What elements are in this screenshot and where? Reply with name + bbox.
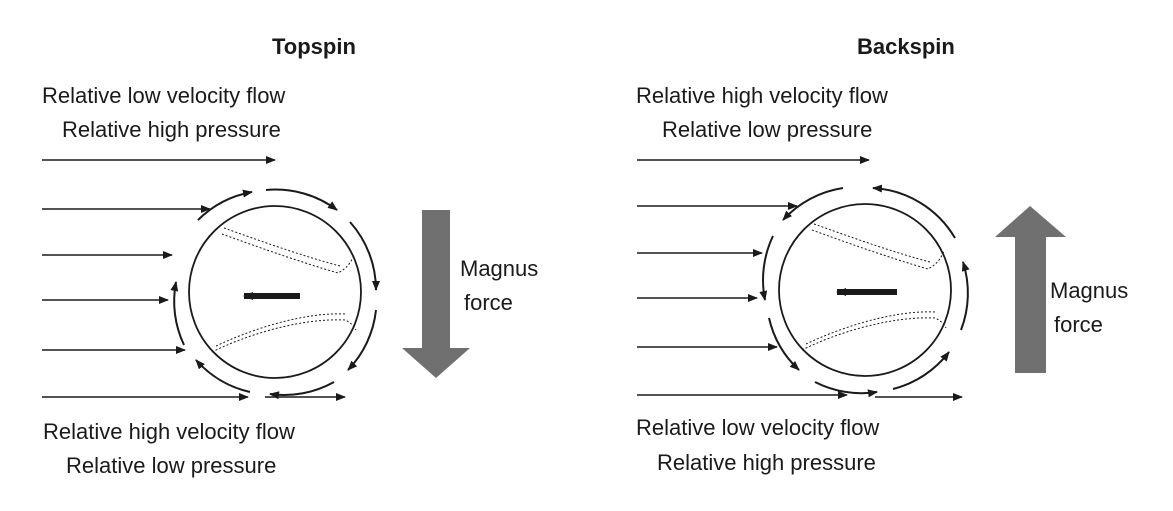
- topspin-title: Topspin: [272, 34, 356, 59]
- top-flow-label: Relative high velocity flow: [636, 83, 888, 108]
- magnus-label-line2: force: [1054, 312, 1103, 337]
- backspin-panel: Backspin Relative high velocity flow Rel…: [587, 0, 1173, 511]
- baseball-icon: [778, 203, 952, 377]
- airflow-lines: [42, 156, 346, 401]
- topspin-panel: Topspin Relative low velocity flow Relat…: [0, 0, 586, 511]
- spin-direction-circle: [170, 188, 380, 400]
- magnus-label-line1: Magnus: [1050, 278, 1129, 303]
- backspin-diagram: [637, 156, 1066, 401]
- airflow-lines: [637, 156, 963, 401]
- bottom-pressure-label: Relative low pressure: [66, 453, 277, 478]
- magnus-force-label: Magnus force: [1050, 274, 1128, 342]
- backspin-title: Backspin: [857, 34, 955, 59]
- magnus-force-label: Magnus force: [460, 252, 538, 320]
- bottom-pressure-label: Relative high pressure: [657, 450, 876, 475]
- magnus-force-arrow-down: [402, 210, 470, 378]
- spin-direction-circle: [759, 184, 970, 398]
- baseball-icon: [188, 205, 362, 379]
- top-pressure-label: Relative high pressure: [62, 117, 281, 142]
- top-flow-label: Relative low velocity flow: [42, 83, 286, 108]
- magnus-force-arrow-up: [995, 206, 1066, 373]
- magnus-label-line2: force: [464, 290, 513, 315]
- topspin-diagram: [42, 156, 470, 401]
- top-pressure-label: Relative low pressure: [662, 117, 873, 142]
- bottom-flow-label: Relative low velocity flow: [636, 415, 880, 440]
- magnus-label-line1: Magnus: [460, 256, 539, 281]
- bottom-flow-label: Relative high velocity flow: [43, 419, 295, 444]
